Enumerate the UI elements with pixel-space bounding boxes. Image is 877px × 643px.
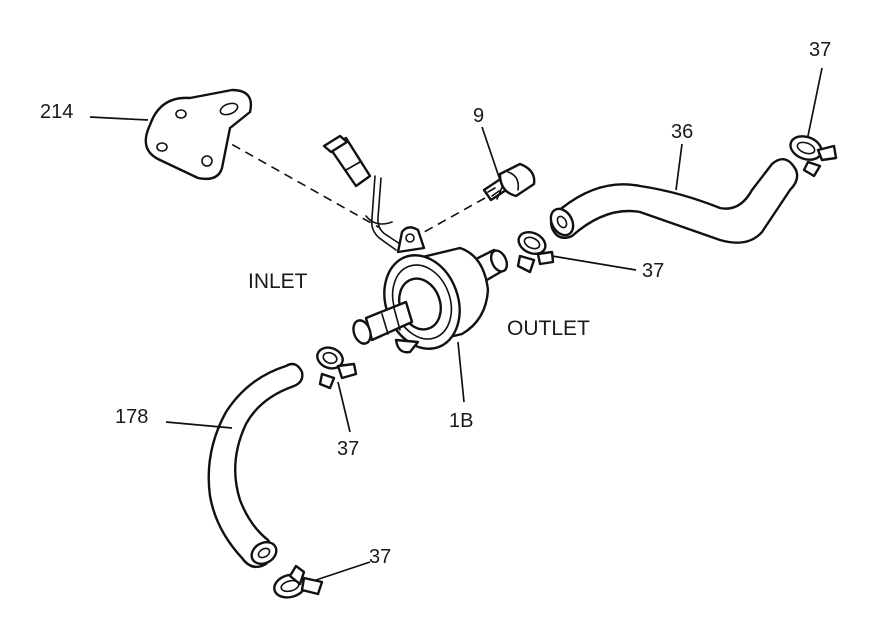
label-clamp-outlet: 37 [642,260,664,282]
label-hose-outlet: 36 [671,121,693,143]
label-filter: 1B [449,410,473,432]
wire-connector [322,134,401,251]
fuel-filter [352,226,509,354]
outlet-label: OUTLET [507,317,590,340]
clamp-top-right [789,135,838,178]
outlet-hose [549,158,799,244]
label-clamp-inlet: 37 [337,438,359,460]
leader-lines [89,67,823,581]
clamp-inlet [316,346,358,390]
label-clamp-bottom: 37 [369,546,391,568]
label-hose-inlet: 178 [115,406,148,428]
clamp-outlet [516,230,555,274]
mounting-bracket [144,88,253,181]
label-bracket: 214 [40,101,73,123]
label-bolt: 9 [473,105,484,127]
inlet-label: INLET [248,270,308,293]
inlet-hose [207,362,304,569]
bolt [482,162,536,202]
clamp-bottom [273,564,324,599]
label-clamp-top-right: 37 [809,39,831,61]
